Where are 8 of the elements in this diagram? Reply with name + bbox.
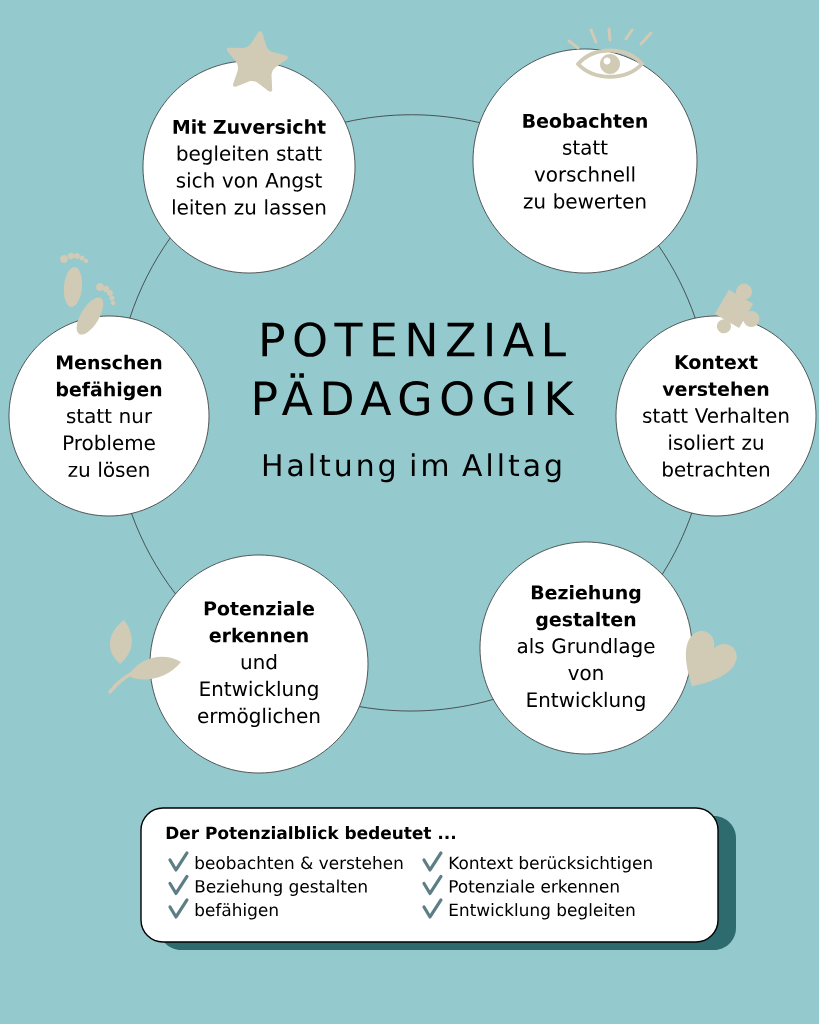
connector-arc [661,512,693,575]
connector-arc [131,513,176,595]
connector-arc [358,699,494,712]
connector-arc [658,245,696,319]
connector-arc [344,114,481,124]
connector-arc [129,237,171,319]
title: POTENZIAL PÄDAGOGIK [254,322,575,416]
subtitle: Haltung im Alltag [263,453,561,483]
